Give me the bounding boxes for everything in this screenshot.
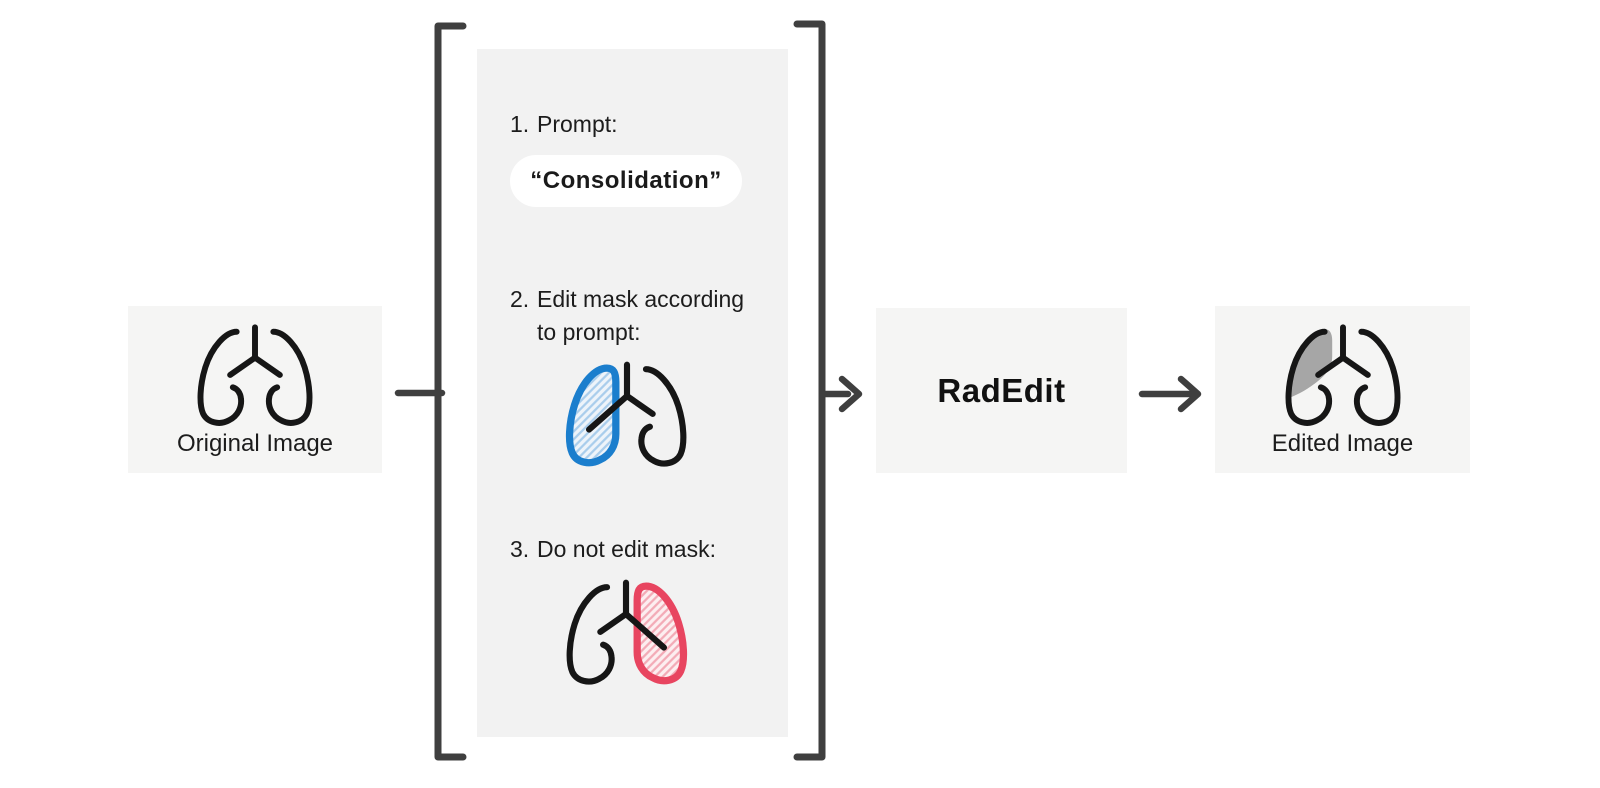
step-do-not-edit-mask-label: Do not edit mask:: [537, 536, 716, 562]
lungs-icon: [197, 324, 313, 426]
right-bracket: [793, 20, 826, 761]
original-image-label: Original Image: [176, 430, 334, 457]
inputs-panel: 1. Prompt: “Consolidation” 2. Edit mask …: [477, 49, 788, 737]
edited-image-box: Edited Image: [1215, 306, 1470, 473]
left-bracket: [434, 22, 467, 761]
step-number: 3.: [510, 536, 530, 562]
step-prompt: 1. Prompt:: [510, 108, 618, 141]
arrow-to-edited-image-icon: [1138, 375, 1202, 413]
edited-image-label: Edited Image: [1271, 430, 1414, 457]
step-number: 2.: [510, 286, 530, 312]
step-edit-mask: 2. Edit mask according to prompt:: [510, 283, 744, 349]
step-do-not-edit-mask: 3. Do not edit mask:: [510, 533, 716, 566]
step-number: 1.: [510, 111, 530, 137]
arrow-to-radedit-icon: [819, 375, 863, 413]
prompt-pill: “Consolidation”: [510, 155, 742, 207]
do-not-edit-mask-lungs-icon: [566, 579, 688, 685]
step-edit-mask-label: Edit mask according to prompt:: [537, 283, 744, 349]
step-edit-mask-line2: to prompt:: [537, 319, 641, 345]
original-image-box: Original Image: [128, 306, 382, 473]
edited-lungs-icon: [1285, 324, 1400, 426]
step-edit-mask-line1: Edit mask according: [537, 286, 745, 312]
radedit-label: RadEdit: [937, 371, 1066, 409]
edit-mask-lungs-icon: [565, 361, 687, 467]
step-prompt-label: Prompt:: [537, 111, 618, 137]
radedit-model-box: RadEdit: [876, 308, 1127, 473]
